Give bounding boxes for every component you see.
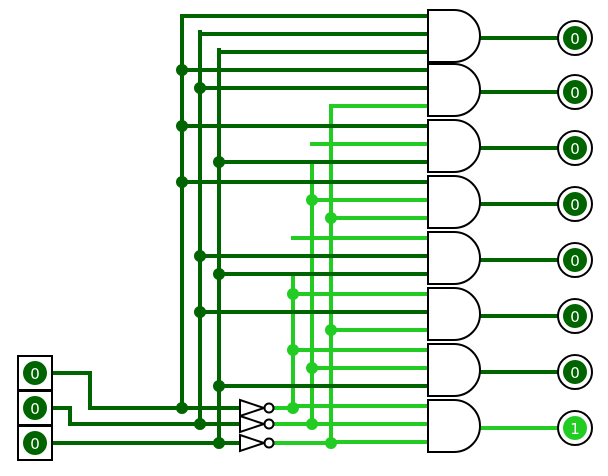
and-gate-2: [427, 63, 481, 117]
input-pin-1[interactable]: 0: [17, 355, 53, 391]
gate-2-input-1-junction: [176, 64, 188, 76]
gate-5-input-2-junction: [194, 250, 206, 262]
input-1-wire: [50, 371, 242, 410]
output-pin-8-value: 1: [570, 420, 580, 438]
input-2-inverted-junction: [306, 418, 318, 430]
gate-7-input-2-junction: [306, 362, 318, 374]
output-pin-7: 0: [557, 354, 593, 390]
output-pin-2-value: 0: [570, 84, 580, 102]
output-pin-1: 0: [557, 20, 593, 56]
gate-5-input-3-junction: [213, 268, 225, 280]
output-pin-6-indicator: [563, 304, 587, 328]
gate-3-input-1-junction: [176, 120, 188, 132]
not-gate-3: [239, 433, 268, 453]
gate-6-input-2-junction: [194, 306, 206, 318]
output-pin-5-indicator: [563, 248, 587, 272]
input-3-inverted-junction: [325, 437, 337, 449]
gate-6-input-3-junction: [325, 324, 337, 336]
output-pin-3-value: 0: [570, 140, 580, 158]
and-gate-7: [427, 343, 481, 397]
output-pin-4: 0: [557, 186, 593, 222]
gate-7-input-3-junction: [213, 380, 225, 392]
and-gate-5: [427, 231, 481, 285]
output-pin-2-indicator: [563, 80, 587, 104]
output-pin-3: 0: [557, 130, 593, 166]
input-pin-3-value: 0: [30, 435, 40, 453]
output-pin-5: 0: [557, 242, 593, 278]
gate-4-input-1-junction: [176, 176, 188, 188]
wires-layer: [50, 14, 577, 445]
and-gate-1: [427, 9, 481, 63]
input-1-bus-junction: [176, 402, 188, 414]
input-pin-3[interactable]: 0: [17, 425, 53, 461]
gate-2-input-2-junction: [194, 82, 206, 94]
and-gate-4: [427, 175, 481, 229]
gate-4-input-2-junction: [306, 194, 318, 206]
gate-4-input-3-junction: [325, 212, 337, 224]
input-pin-2-value: 0: [30, 400, 40, 418]
output-pin-7-indicator: [563, 360, 587, 384]
input-pin-2[interactable]: 0: [17, 390, 53, 426]
not-gate-1: [239, 398, 268, 418]
gate-7-input-1-junction: [287, 344, 299, 356]
output-pin-4-indicator: [563, 192, 587, 216]
input-3-bus-junction: [213, 437, 225, 449]
output-pin-6: 0: [557, 298, 593, 334]
output-pin-5-value: 0: [570, 252, 580, 270]
and-gate-8: [427, 399, 481, 453]
input-1-inverted-junction: [287, 402, 299, 414]
output-pin-1-indicator: [563, 26, 587, 50]
input-pin-1-indicator: [23, 361, 47, 385]
output-pin-1-value: 0: [570, 30, 580, 48]
not-gate-2-bubble: [263, 418, 275, 430]
output-pin-3-indicator: [563, 136, 587, 160]
junctions-layer: [176, 64, 337, 449]
not-gate-2: [239, 414, 268, 434]
output-pin-2: 0: [557, 74, 593, 110]
gate-6-input-1-junction: [287, 288, 299, 300]
not-gate-1-bubble: [263, 402, 275, 414]
gate-3-input-3-junction: [213, 156, 225, 168]
output-pin-8-indicator: [563, 416, 587, 440]
pins-layer: 0 0 0 0 0 0 0 0 0 0 1: [17, 20, 593, 461]
gates-layer: [239, 9, 481, 453]
input-pin-3-indicator: [23, 431, 47, 455]
and-gate-6: [427, 287, 481, 341]
input-pin-1-value: 0: [30, 365, 40, 383]
output-pin-4-value: 0: [570, 196, 580, 214]
and-gate-3: [427, 119, 481, 173]
not-gate-3-bubble: [263, 437, 275, 449]
output-pin-7-value: 0: [570, 364, 580, 382]
input-2-bus-junction: [194, 418, 206, 430]
output-pin-6-value: 0: [570, 308, 580, 326]
input-2-wire: [50, 406, 242, 426]
input-pin-2-indicator: [23, 396, 47, 420]
output-pin-8: 1: [557, 410, 593, 446]
